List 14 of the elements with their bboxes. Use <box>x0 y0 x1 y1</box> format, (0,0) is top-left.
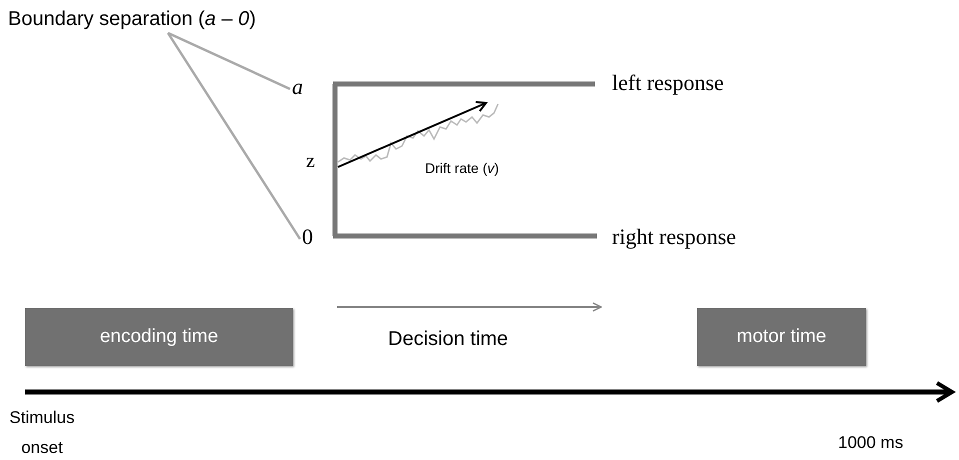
leader-line <box>166 32 302 240</box>
response-label: right response <box>612 224 736 250</box>
leader-line <box>167 32 291 90</box>
callout-label: Boundary separation (a – 0) <box>8 8 256 31</box>
time-block: encoding time <box>25 308 293 366</box>
boundary-value: a <box>292 74 303 100</box>
axis-label: Stimulus onset <box>8 407 76 459</box>
drift-rate-label: Drift rate (v) <box>425 160 499 176</box>
time-block: motor time <box>697 308 866 366</box>
response-label: left response <box>612 70 724 96</box>
start-point-label: z <box>306 150 315 173</box>
phase-label: Decision time <box>388 328 508 351</box>
axis-label: 1000 ms <box>838 433 904 453</box>
boundary-value: 0 <box>302 224 313 250</box>
